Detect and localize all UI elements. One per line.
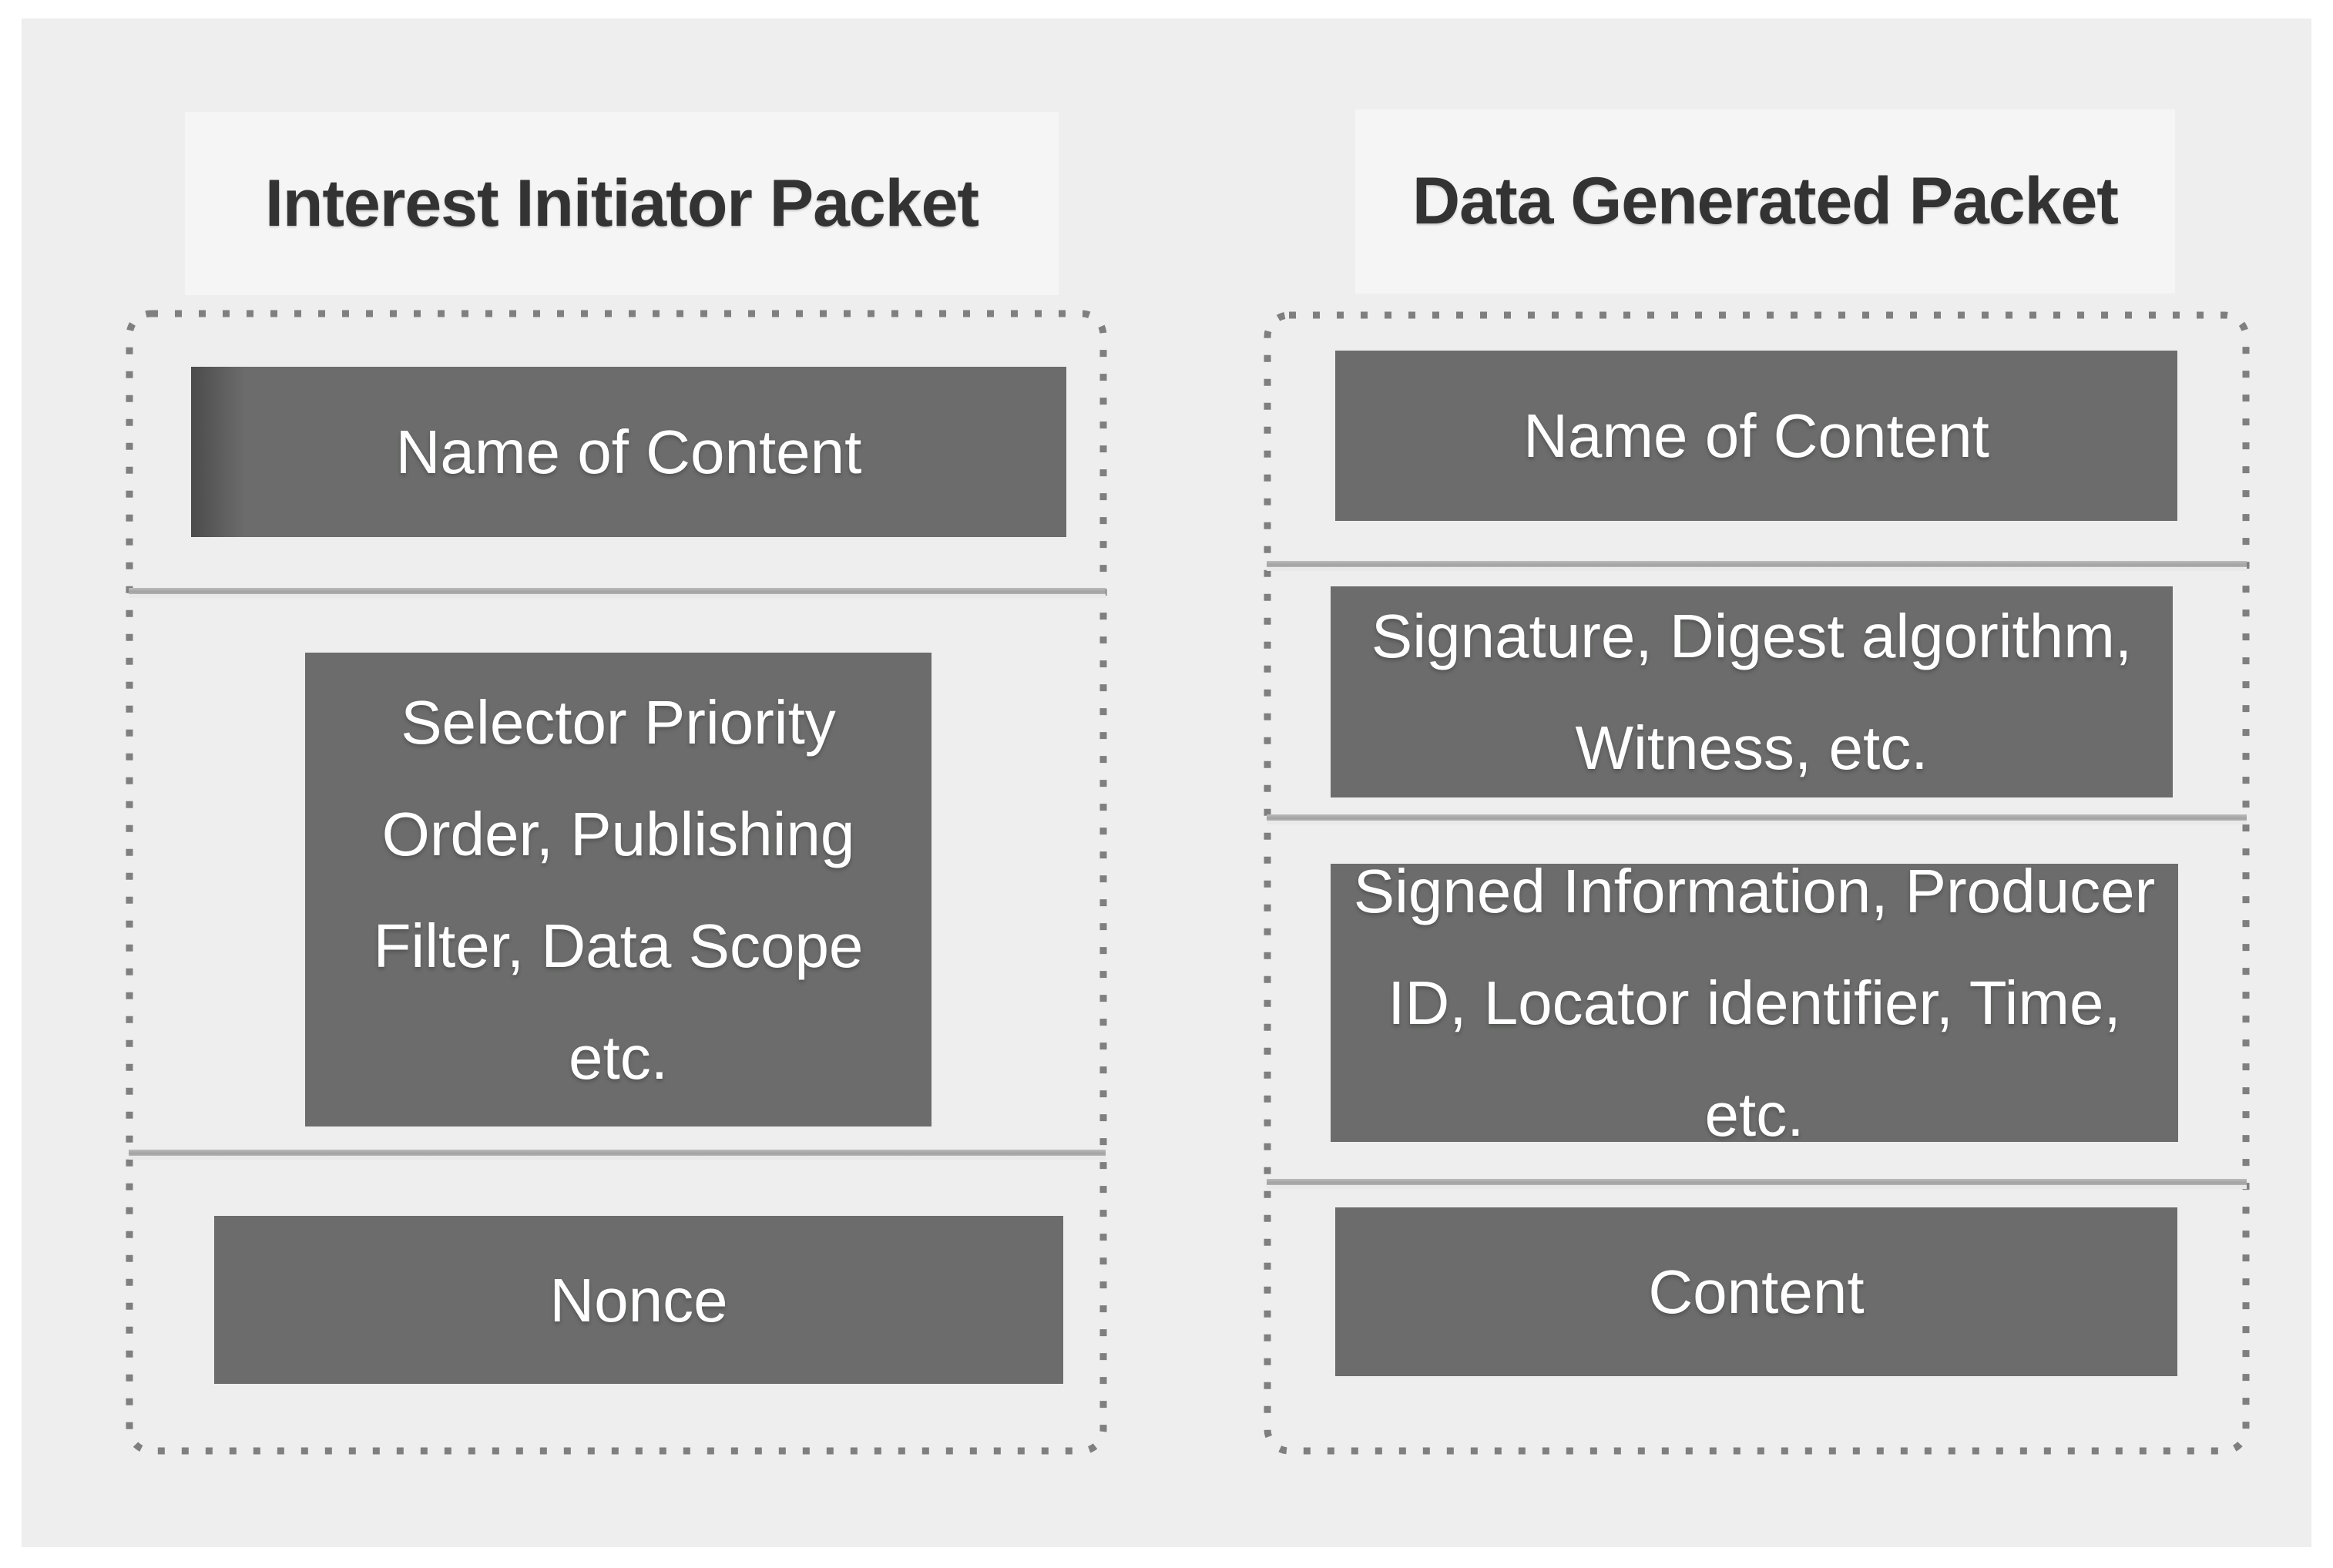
field-divider	[1267, 1179, 2247, 1185]
data-field-name-of-content: Name of Content	[1335, 351, 2177, 521]
diagram-panel: Interest Initiator Packet Name of Conten…	[22, 18, 2311, 1547]
data-packet-title-block: Data Generated Packet	[1355, 109, 2175, 294]
field-label: Signed Information, Producer ID, Locator…	[1353, 857, 2156, 1149]
data-field-signature: Signature, Digest algorithm, Witness, et…	[1331, 586, 2173, 797]
interest-field-name-of-content: Name of Content	[191, 367, 1066, 537]
data-field-content: Content	[1335, 1207, 2177, 1376]
data-field-signed-information: Signed Information, Producer ID, Locator…	[1331, 857, 2178, 1149]
interest-packet-dashed-border	[126, 310, 1107, 1455]
interest-field-selectors: Selector Priority Order, Publishing Filt…	[305, 653, 932, 1126]
field-label: Content	[1648, 1257, 1865, 1326]
interest-packet-title-block: Interest Initiator Packet	[185, 112, 1059, 295]
interest-field-nonce: Nonce	[214, 1216, 1063, 1384]
field-divider	[129, 588, 1106, 594]
field-divider	[129, 1150, 1106, 1156]
field-divider	[1267, 814, 2247, 821]
field-label: Nonce	[549, 1265, 728, 1335]
field-label: Signature, Digest algorithm, Witness, et…	[1371, 602, 2133, 782]
data-packet-dashed-border	[1264, 311, 2250, 1455]
field-divider	[1267, 561, 2247, 567]
data-packet-title: Data Generated Packet	[1412, 164, 2119, 238]
field-label: Name of Content	[395, 418, 862, 486]
interest-packet-title: Interest Initiator Packet	[264, 166, 979, 240]
field-label: Name of Content	[1523, 401, 1989, 470]
field-label: Selector Priority Order, Publishing Filt…	[373, 687, 864, 1092]
